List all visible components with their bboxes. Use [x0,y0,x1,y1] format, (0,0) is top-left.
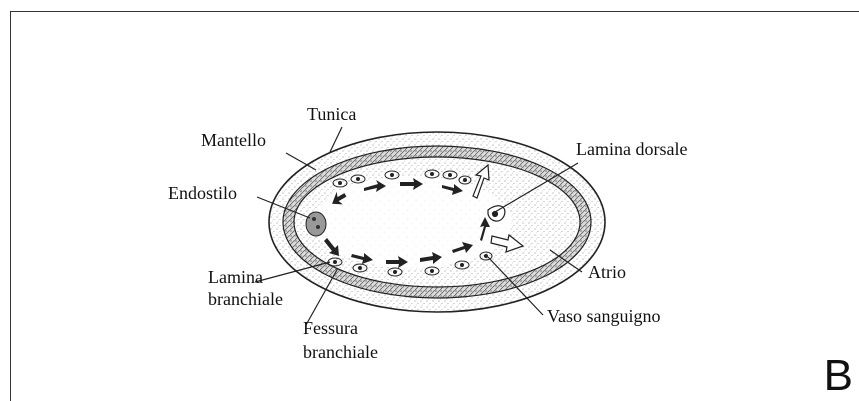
panel-letter: B [824,354,853,398]
endostilo-structure [306,212,326,236]
label-vaso-sanguigno: Vaso sanguigno [547,306,661,327]
label-endostilo: Endostilo [168,183,237,204]
label-lamina-branchiale-line1: Lamina [208,267,263,288]
label-fessura-branchiale-line1: Fessura [303,318,358,339]
label-mantello: Mantello [201,130,266,151]
pharynx-interior [312,176,512,268]
label-lamina-dorsale: Lamina dorsale [576,139,687,160]
label-fessura-branchiale-line2: branchiale [303,342,378,363]
label-lamina-branchiale-line2: branchiale [208,289,283,310]
label-tunica: Tunica [307,104,356,125]
label-atrio: Atrio [588,262,626,283]
